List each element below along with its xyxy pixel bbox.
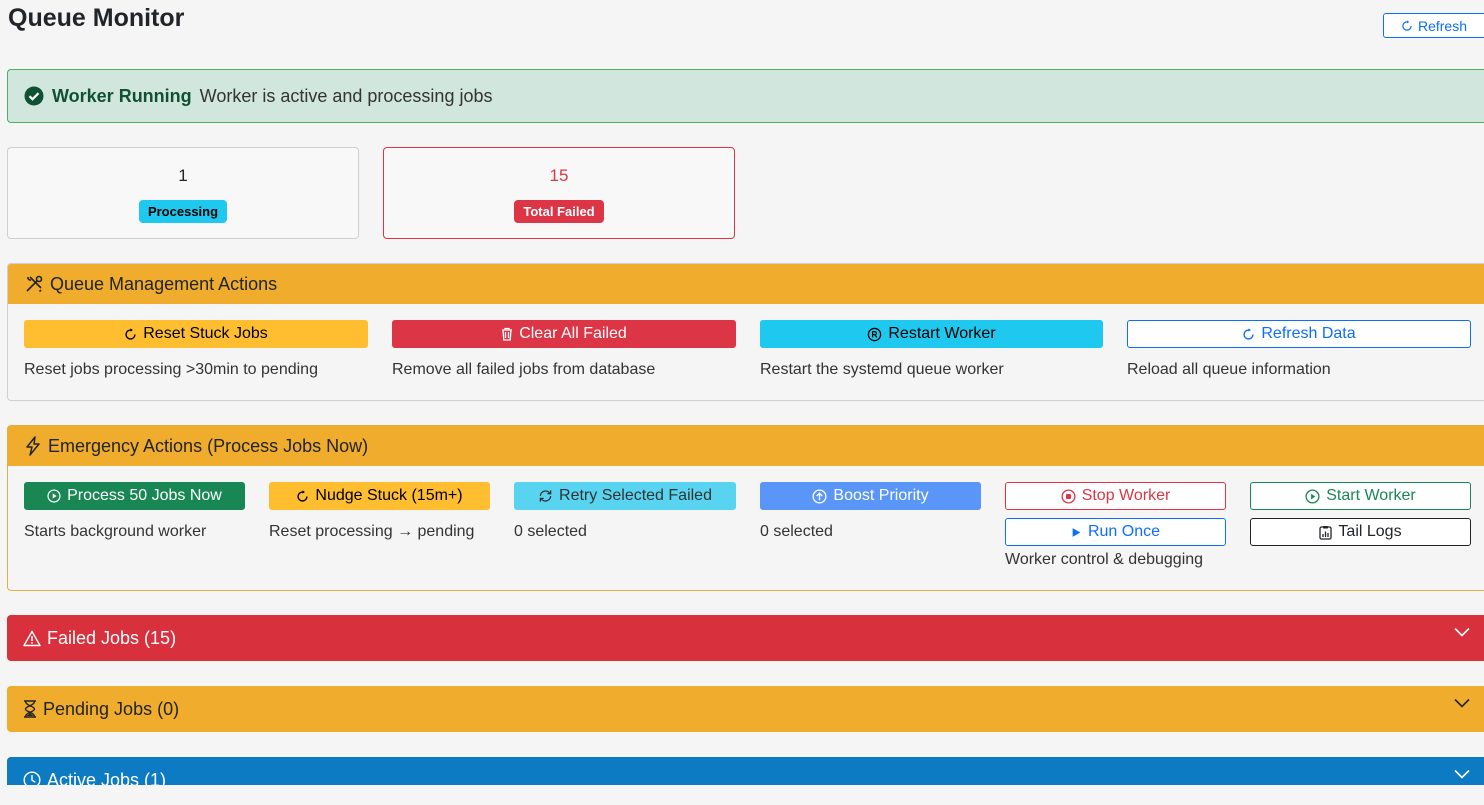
- worker-control-description: Worker control & debugging: [1005, 551, 1204, 568]
- stop-circle-icon: [1061, 488, 1076, 504]
- worker-status-alert: Worker Running Worker is active and proc…: [7, 69, 1484, 123]
- chevron-down-icon: [1454, 769, 1470, 779]
- retry-selected-count: 0 selected: [514, 523, 587, 540]
- queue-management-header: Queue Management Actions: [8, 264, 1484, 304]
- start-worker-button[interactable]: Start Worker: [1250, 482, 1471, 510]
- nudge-stuck-description: Reset processing → pending: [269, 523, 475, 540]
- chevron-down-icon: [1454, 627, 1470, 637]
- restart-worker-description: Restart the systemd queue worker: [760, 361, 1004, 378]
- failed-badge: Total Failed: [514, 200, 604, 223]
- process-50-jobs-label: Process 50 Jobs Now: [67, 487, 222, 504]
- queue-management-title: Queue Management Actions: [50, 273, 278, 294]
- reset-stuck-jobs-description: Reset jobs processing >30min to pending: [24, 361, 318, 378]
- worker-status-title: Worker Running: [52, 85, 192, 106]
- refresh-data-label: Refresh Data: [1261, 325, 1356, 342]
- refresh-data-description: Reload all queue information: [1127, 361, 1331, 378]
- boost-priority-button[interactable]: Boost Priority: [760, 482, 981, 510]
- clear-all-failed-button[interactable]: Clear All Failed: [392, 320, 736, 348]
- emergency-actions-card: Emergency Actions (Process Jobs Now): [7, 425, 1484, 591]
- pending-jobs-accordion[interactable]: Pending Jobs (0): [7, 686, 1484, 732]
- nudge-stuck-label: Nudge Stuck (15m+): [315, 487, 463, 504]
- start-worker-label: Start Worker: [1326, 487, 1416, 504]
- chevron-down-icon: [1454, 698, 1470, 708]
- boost-priority-label: Boost Priority: [833, 487, 929, 504]
- worker-status-message: Worker is active and processing jobs: [199, 85, 493, 106]
- clipboard-data-icon: [1319, 525, 1333, 540]
- processing-badge: Processing: [138, 200, 228, 223]
- trash-icon: [501, 327, 513, 341]
- active-jobs-title: Active Jobs (1): [47, 769, 167, 790]
- failed-jobs-accordion[interactable]: Failed Jobs (15): [7, 615, 1484, 661]
- retry-selected-failed-button[interactable]: Retry Selected Failed: [514, 482, 736, 510]
- process-50-jobs-description: Starts background worker: [24, 523, 207, 540]
- restart-icon: [867, 327, 882, 342]
- tail-logs-button[interactable]: Tail Logs: [1250, 518, 1471, 546]
- run-once-label: Run Once: [1087, 523, 1161, 540]
- processing-count: 1: [178, 166, 188, 185]
- retry-selected-failed-label: Retry Selected Failed: [559, 487, 712, 504]
- failed-jobs-title: Failed Jobs (15): [47, 627, 177, 648]
- viewport-bottom-strip: [0, 785, 1484, 805]
- refresh-icon: [296, 489, 309, 503]
- restart-worker-button[interactable]: Restart Worker: [760, 320, 1103, 348]
- play-icon: [1071, 527, 1082, 538]
- pending-jobs-title: Pending Jobs (0): [43, 698, 180, 719]
- warning-icon: [23, 630, 41, 647]
- refresh-data-button[interactable]: Refresh Data: [1127, 320, 1471, 348]
- restart-worker-label: Restart Worker: [888, 325, 996, 342]
- lightning-icon: [24, 436, 42, 456]
- clear-all-failed-label: Clear All Failed: [519, 325, 627, 342]
- failed-stat-card: 15 Total Failed: [383, 147, 735, 239]
- play-circle-icon: [47, 489, 61, 503]
- process-50-jobs-button[interactable]: Process 50 Jobs Now: [24, 482, 245, 510]
- emergency-actions-header: Emergency Actions (Process Jobs Now): [8, 426, 1484, 466]
- clear-all-failed-description: Remove all failed jobs from database: [392, 361, 656, 378]
- emergency-actions-title: Emergency Actions (Process Jobs Now): [48, 435, 369, 456]
- boost-priority-count: 0 selected: [760, 523, 833, 540]
- reset-stuck-jobs-label: Reset Stuck Jobs: [143, 325, 268, 342]
- run-once-button[interactable]: Run Once: [1005, 518, 1226, 546]
- refresh-icon: [1242, 327, 1255, 341]
- failed-count: 15: [549, 166, 569, 185]
- check-circle-icon: [24, 86, 44, 106]
- page-title: Queue Monitor: [8, 4, 185, 32]
- refresh-icon: [124, 327, 137, 341]
- refresh-icon: [1401, 19, 1413, 32]
- nudge-stuck-button[interactable]: Nudge Stuck (15m+): [269, 482, 490, 510]
- refresh-button-label: Refresh: [1417, 17, 1468, 34]
- reset-stuck-jobs-button[interactable]: Reset Stuck Jobs: [24, 320, 368, 348]
- processing-stat-card: 1 Processing: [7, 147, 359, 239]
- arrow-up-circle-icon: [812, 488, 827, 504]
- tail-logs-label: Tail Logs: [1338, 523, 1402, 540]
- retry-icon: [538, 489, 553, 503]
- tools-icon: [24, 274, 44, 294]
- stop-worker-label: Stop Worker: [1081, 487, 1171, 504]
- stop-worker-button[interactable]: Stop Worker: [1005, 482, 1226, 510]
- play-circle-icon: [1305, 488, 1320, 504]
- refresh-button[interactable]: Refresh: [1383, 13, 1484, 38]
- hourglass-icon: [23, 700, 37, 718]
